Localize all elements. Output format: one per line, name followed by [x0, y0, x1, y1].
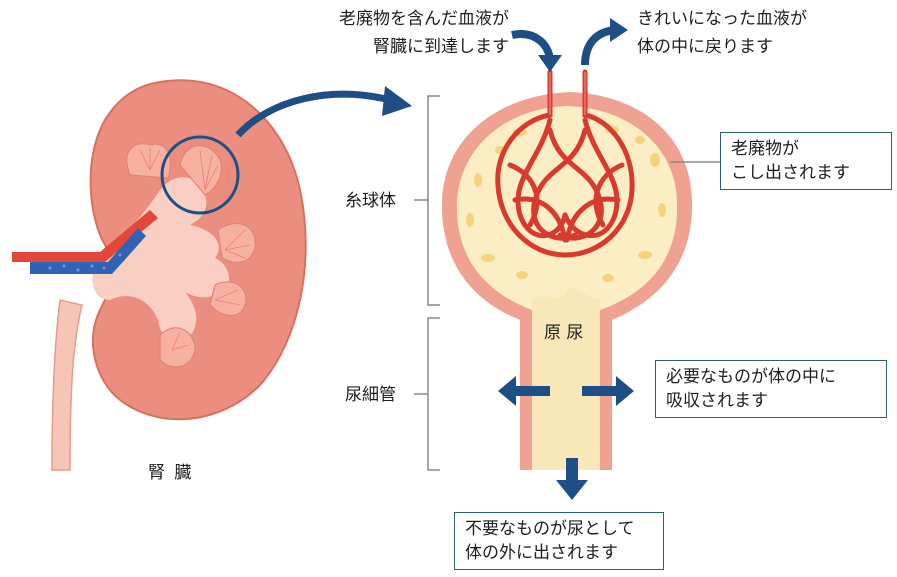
primary-urine-label: 原 尿 — [544, 322, 583, 344]
waste-callout: 老廃物がこし出されます — [720, 132, 892, 190]
reabsorb-arrow-right-head — [616, 376, 634, 406]
inflow-label: 老廃物を含んだ血液が腎臓に到達します — [283, 8, 509, 58]
reabsorb-arrow-left-shaft — [512, 386, 550, 396]
reabsorb-callout: 必要なものが体の中に吸収されます — [655, 360, 887, 418]
ureter — [52, 300, 82, 470]
excrete-arrow-head — [556, 480, 588, 500]
tubule-label: 尿細管 — [345, 384, 396, 406]
excrete-callout: 不要なものが尿として体の外に出されます — [454, 512, 664, 570]
glomerulus-bracket — [428, 96, 440, 305]
outflow-label: きれいになった血液が体の中に戻ります — [637, 8, 807, 58]
reabsorb-arrow-left-head — [498, 376, 516, 406]
kidney-illustration — [12, 80, 306, 470]
tubule-bracket — [428, 318, 440, 470]
reabsorb-arrow-right-shaft — [582, 386, 620, 396]
pyramid — [218, 223, 255, 262]
kidney-label: 腎 臓 — [148, 462, 193, 484]
pyramid — [210, 282, 246, 316]
glomerulus-label: 糸球体 — [345, 190, 396, 212]
